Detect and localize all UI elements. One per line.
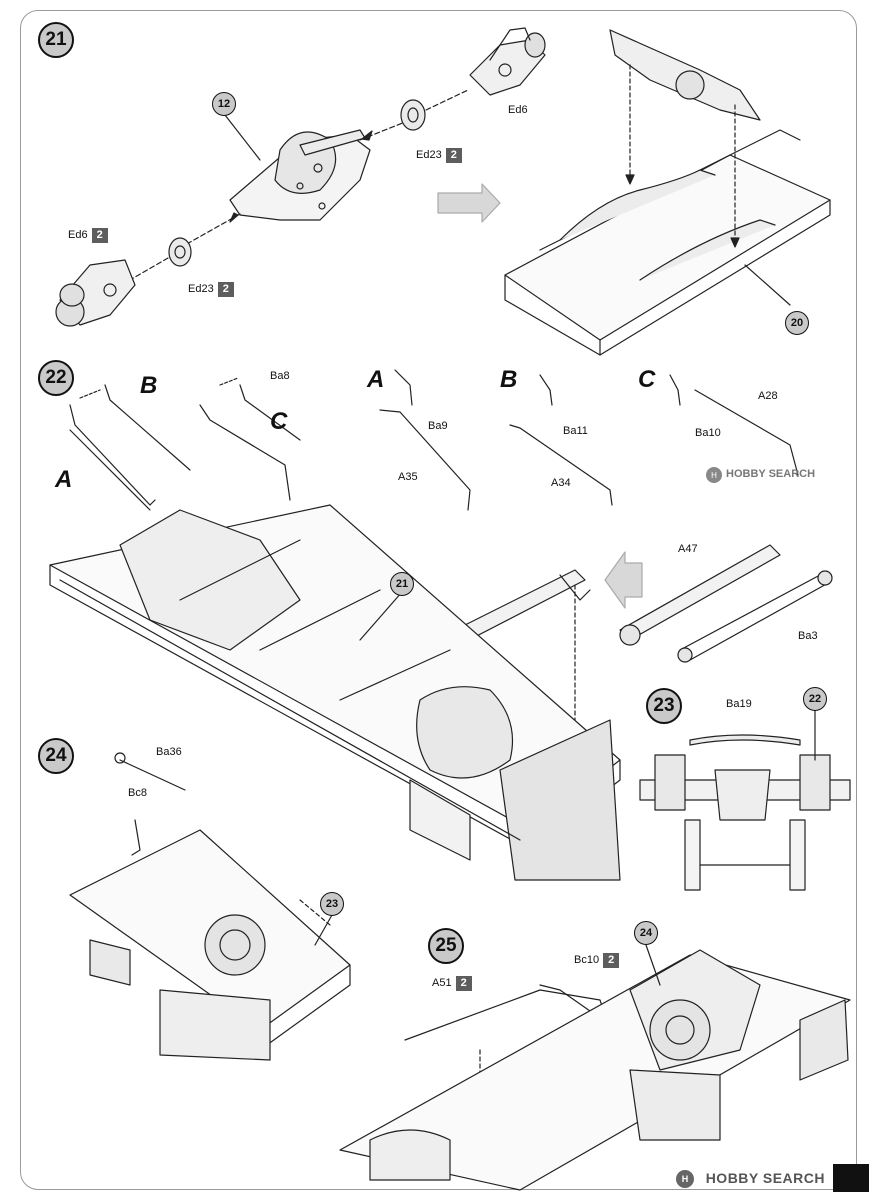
ref-circle-20: 20 xyxy=(785,311,809,335)
ref-circle-21: 21 xyxy=(390,572,414,596)
subassembly-letter-a-main: A xyxy=(55,466,73,493)
part-label-a28: A28 xyxy=(758,390,778,402)
ref-circle-22: 22 xyxy=(803,687,827,711)
part-label-bc8: Bc8 xyxy=(128,787,147,799)
subassembly-letter-a-sub: A xyxy=(367,366,385,393)
step-number-22: 22 xyxy=(38,360,74,396)
part-label-ba9: Ba9 xyxy=(428,420,448,432)
ref-circle-23: 23 xyxy=(320,892,344,916)
subassembly-letter-c-sub: C xyxy=(638,366,656,393)
quantity-badge: 2 xyxy=(91,228,108,243)
quantity-badge: 2 xyxy=(445,148,462,163)
part-label-ba11: Ba11 xyxy=(563,425,588,437)
part-label-ba10: Ba10 xyxy=(695,427,721,439)
part-label-a47: A47 xyxy=(678,543,698,555)
axle-housing-12 xyxy=(229,129,371,221)
step-number-24: 24 xyxy=(38,738,74,774)
page-border xyxy=(20,10,857,1190)
subassembly-letter-c-main: C xyxy=(270,408,288,435)
part-label-ba3: Ba3 xyxy=(798,630,818,642)
part-label-a35: A35 xyxy=(398,471,418,483)
watermark-bottom: HOBBY SEARCH xyxy=(705,1170,825,1186)
hub-ed6-left xyxy=(55,259,136,327)
ref-circle-12: 12 xyxy=(212,92,236,116)
step23-front-view xyxy=(639,734,851,891)
part-label-a34: A34 xyxy=(551,477,571,489)
step-number-23: 23 xyxy=(646,688,682,724)
step25-chassis xyxy=(339,949,851,1191)
quantity-badge: 2 xyxy=(217,282,234,297)
part-label-ed6-top: Ed6 xyxy=(508,104,528,116)
step22-links xyxy=(69,369,799,511)
quantity-badge: 2 xyxy=(455,976,472,991)
page-corner-tab xyxy=(833,1164,869,1192)
watermark-logo-icon: H xyxy=(706,467,722,483)
quantity-badge: 2 xyxy=(603,953,620,968)
hub-ed6-top xyxy=(469,27,546,96)
subassembly-letter-b-sub: B xyxy=(500,366,518,393)
watermark-logo-icon: H xyxy=(676,1170,694,1188)
step21-frame xyxy=(504,29,831,356)
step-number-25: 25 xyxy=(428,928,464,964)
ref-circle-24: 24 xyxy=(634,921,658,945)
step24-chassis xyxy=(69,752,351,1061)
subassembly-letter-b-main: B xyxy=(140,372,158,399)
part-label-ba19: Ba19 xyxy=(726,698,752,710)
part-label-ba36: Ba36 xyxy=(156,746,182,758)
part-label-ba8: Ba8 xyxy=(270,370,290,382)
main-chassis xyxy=(49,504,621,881)
watermark-top: HOBBY SEARCH xyxy=(726,468,816,480)
step-number-21: 21 xyxy=(38,22,74,58)
